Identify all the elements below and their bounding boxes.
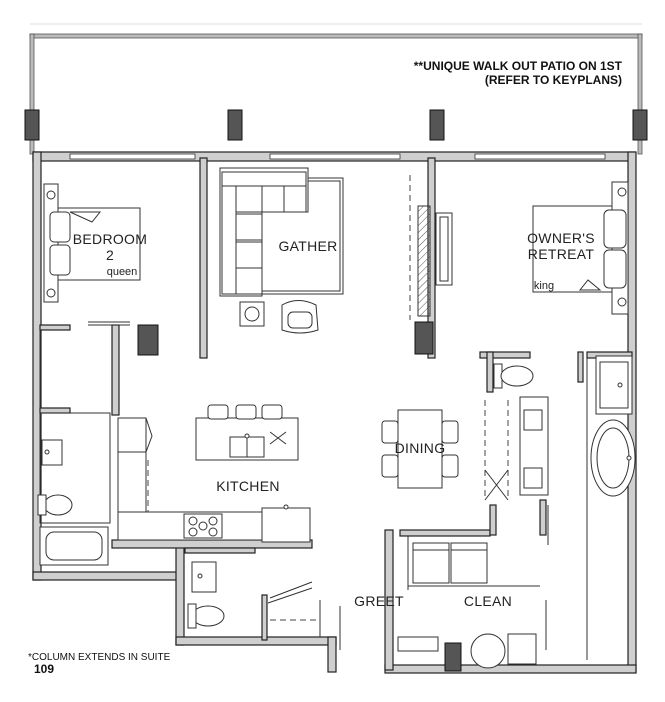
clean-label: CLEAN xyxy=(464,593,512,609)
patio-column-3 xyxy=(429,109,445,141)
kitchen: KITCHEN xyxy=(117,404,311,543)
stool-2 xyxy=(235,404,257,420)
washer xyxy=(412,542,450,584)
column-bedroom xyxy=(137,324,159,356)
stool-3 xyxy=(261,404,283,420)
dining-area: DINING xyxy=(381,409,459,489)
dining-label: DINING xyxy=(395,440,446,456)
kitchen-label: KITCHEN xyxy=(216,478,280,494)
bedroom-2-bed-size: queen xyxy=(107,266,138,278)
gather-room: GATHER xyxy=(219,167,344,334)
greet-label: GREET xyxy=(354,593,404,609)
column-note: *COLUMN EXTENDS IN SUITE xyxy=(28,652,171,663)
pillow-2 xyxy=(49,244,71,276)
pillow-1 xyxy=(49,211,71,243)
patio-column-1 xyxy=(24,109,40,141)
patio: **UNIQUE WALK OUT PATIO ON 1ST (REFER TO… xyxy=(24,23,648,155)
lamp-1 xyxy=(46,190,56,200)
gather-label: GATHER xyxy=(278,238,337,254)
column-clean xyxy=(444,642,462,672)
patio-note-line2: (REFER TO KEYPLANS) xyxy=(485,73,622,87)
patio-column-4 xyxy=(632,109,648,141)
water-heater xyxy=(470,633,506,669)
column-gather xyxy=(414,321,434,355)
patio-note-line1: **UNIQUE WALK OUT PATIO ON 1ST xyxy=(414,59,623,73)
owners-retreat-label-2: RETREAT xyxy=(528,246,595,262)
fridge xyxy=(261,507,311,543)
dryer xyxy=(450,542,488,584)
powder-room xyxy=(187,561,341,650)
bedroom-2-number: 2 xyxy=(106,247,114,263)
bedroom-2-label: BEDROOM xyxy=(73,231,147,247)
ensuite-toilet xyxy=(500,365,534,387)
media-unit xyxy=(409,175,453,320)
owners-bed-size: king xyxy=(534,280,554,292)
lamp-2 xyxy=(46,288,56,298)
furnace xyxy=(507,633,537,665)
column-divider xyxy=(417,205,431,317)
unit-number: 109 xyxy=(34,662,54,676)
dining-table xyxy=(397,409,443,489)
headboard xyxy=(43,183,59,303)
bedroom-2: BEDROOM 2 queen xyxy=(39,183,147,408)
toilet xyxy=(43,494,73,516)
bathroom-2 xyxy=(37,412,111,566)
ensuite xyxy=(484,355,636,660)
owners-retreat-label: OWNER'S xyxy=(527,230,595,246)
patio-column-2 xyxy=(227,109,243,141)
vanity-sink xyxy=(41,439,63,466)
interior-columns xyxy=(137,205,462,672)
stool-1 xyxy=(207,404,229,420)
owners-retreat: OWNER'S RETREAT king xyxy=(527,181,629,315)
entry-and-laundry: GREET CLEAN xyxy=(354,505,549,669)
powder-toilet xyxy=(191,605,225,627)
